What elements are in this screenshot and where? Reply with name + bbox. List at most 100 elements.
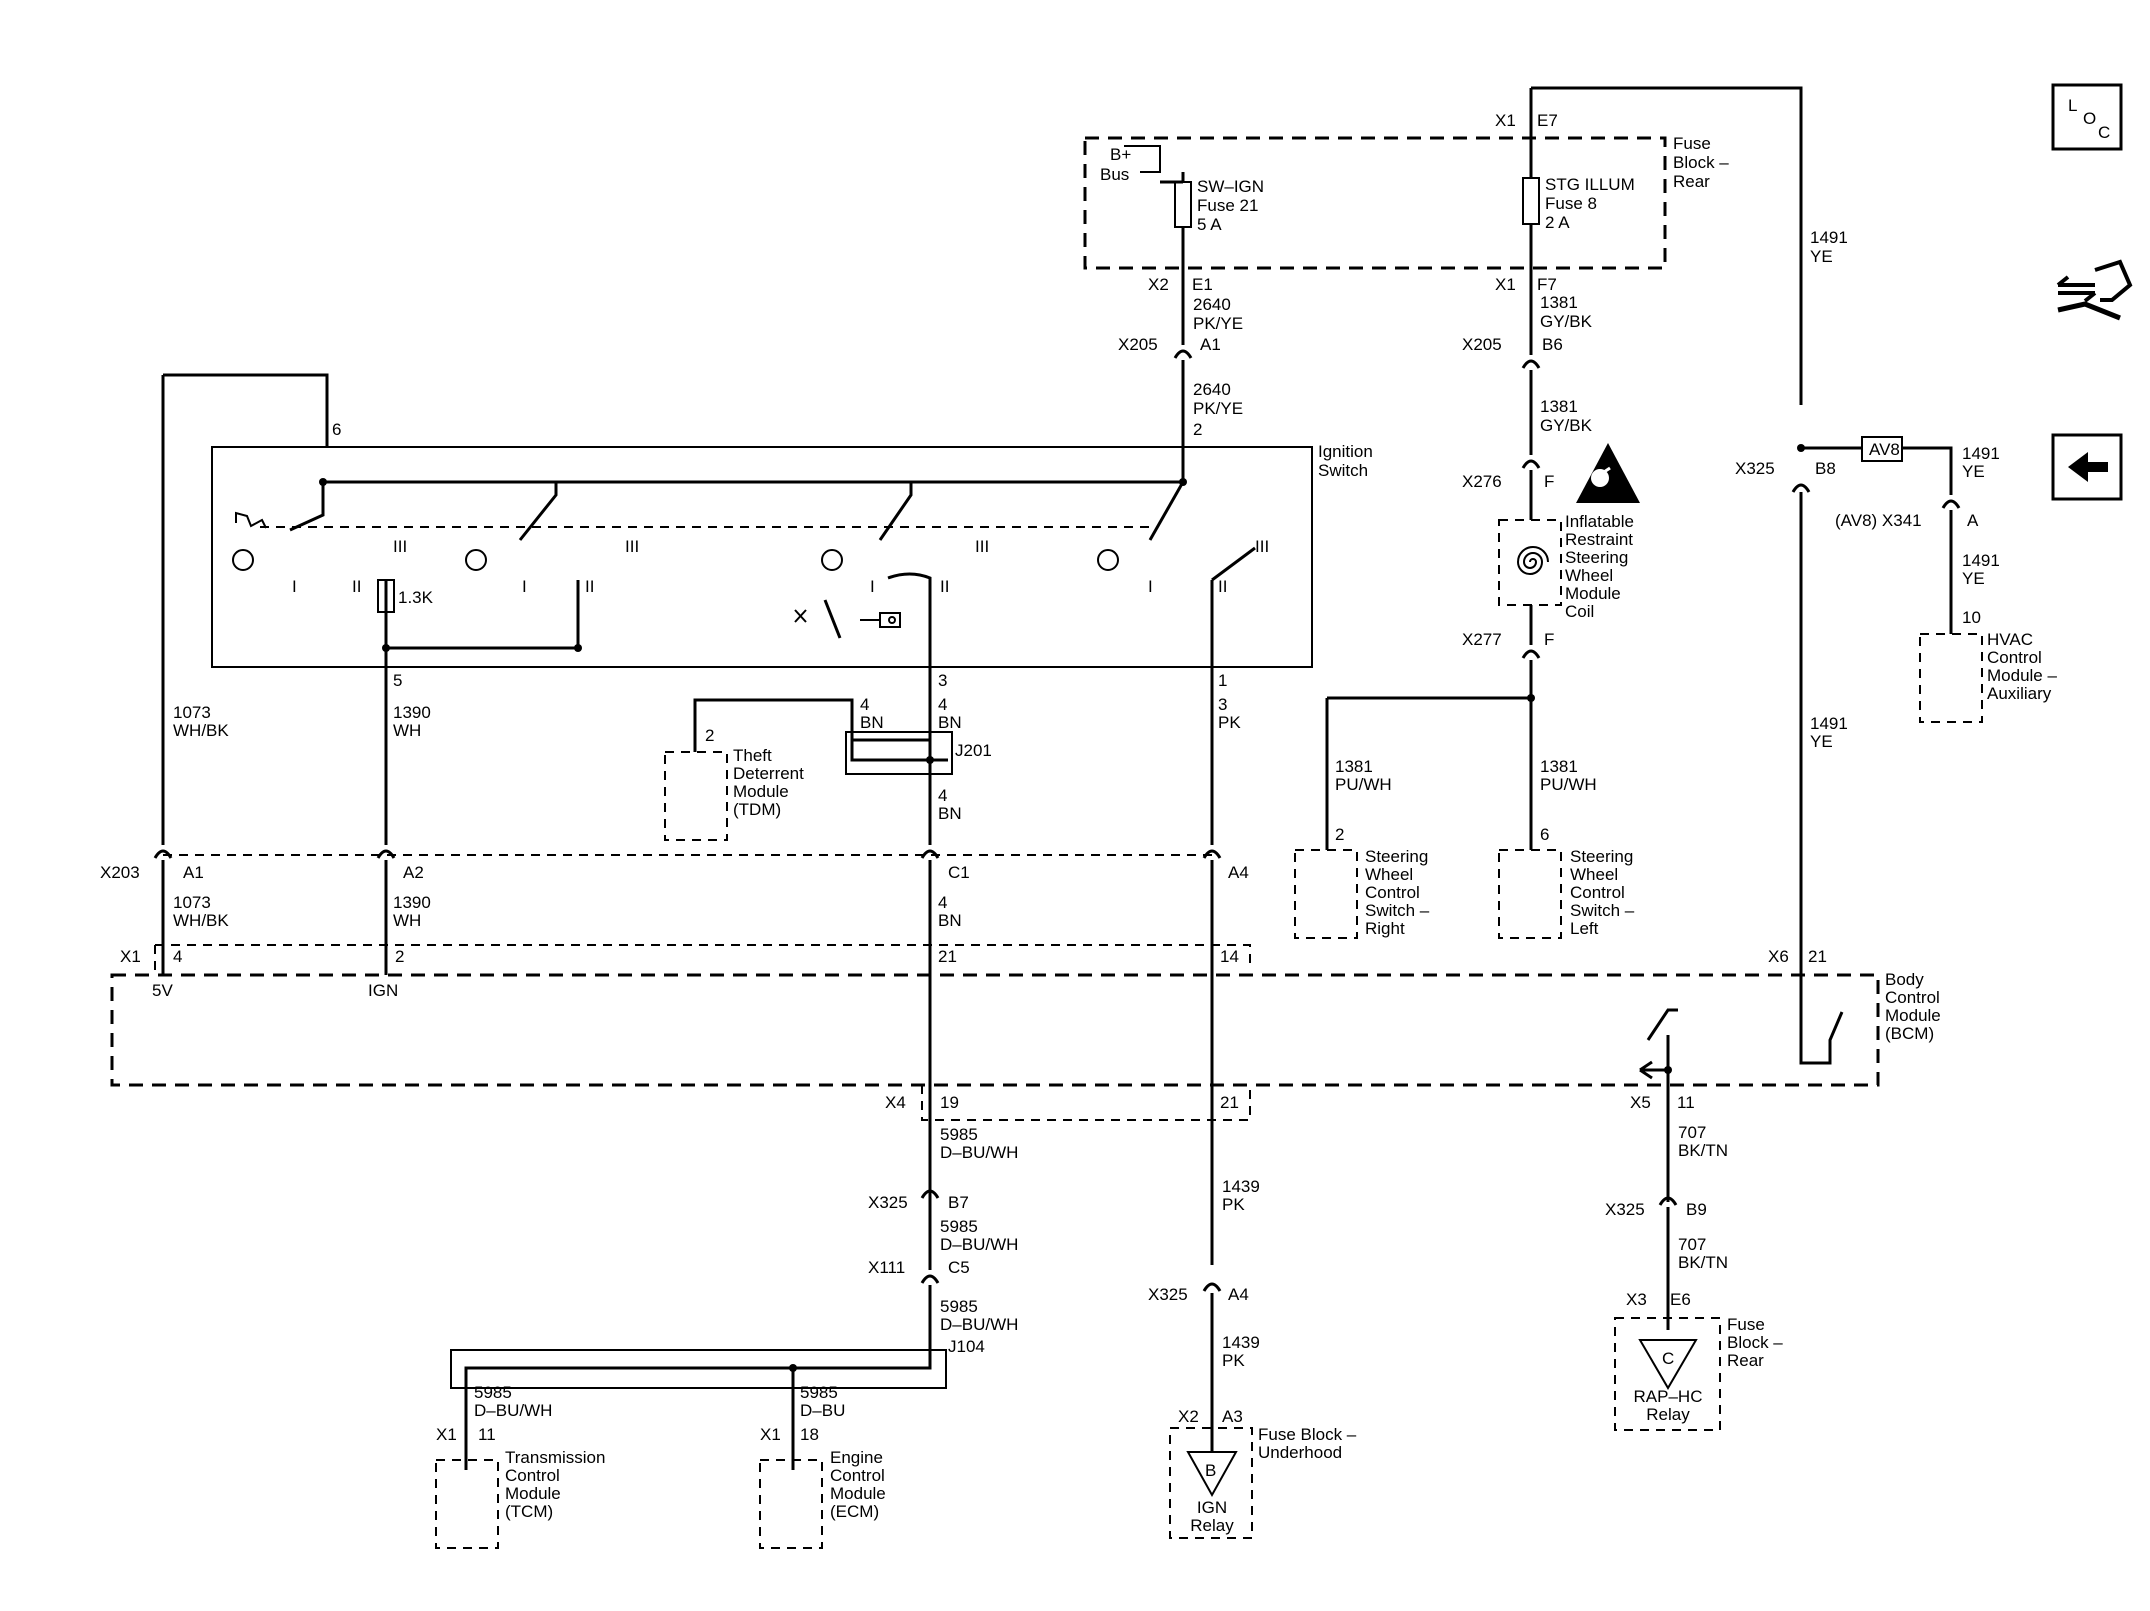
x325a-label: X325 (1735, 459, 1775, 478)
x325d-label: X325 (1605, 1200, 1645, 1219)
x1-pin: E7 (1537, 111, 1558, 130)
x325b-label: X325 (868, 1193, 908, 1212)
back-arrow-button[interactable] (2051, 433, 2123, 501)
x203-a1: A1 (183, 863, 204, 882)
j104-label: J104 (948, 1337, 985, 1356)
ign-pin-3: 3 (938, 671, 947, 690)
ign-pin-6: 6 (332, 420, 341, 439)
pos-ii-2: II (585, 577, 594, 596)
bplus-bus-label: B+Bus (1100, 145, 1131, 184)
resistor-label: 1.3K (398, 588, 434, 607)
bcm-x5: X5 (1630, 1093, 1651, 1112)
pos-i-2: I (522, 577, 527, 596)
x111-pin: C5 (948, 1258, 970, 1277)
x1f-pin: F7 (1537, 275, 1557, 294)
x205b-label: X205 (1462, 335, 1502, 354)
x325d-pin: B9 (1686, 1200, 1707, 1219)
fuse-21-symbol (1174, 181, 1192, 228)
x341-label: (AV8) X341 (1835, 511, 1922, 530)
pos-iii-2: III (625, 537, 639, 556)
x325c-label: X325 (1148, 1285, 1188, 1304)
tcm-conn: X1 (436, 1425, 457, 1444)
bcm-p2: 2 (395, 947, 404, 966)
x325c-pin: A4 (1228, 1285, 1249, 1304)
swc-right-pin: 2 (1335, 825, 1344, 844)
bcm-x6p: 21 (1808, 947, 1827, 966)
ign-pin-5: 5 (393, 671, 402, 690)
x325a-pin: B8 (1815, 459, 1836, 478)
x111-label: X111 (868, 1258, 905, 1277)
pos-i-1: I (292, 577, 297, 596)
x341-pin: A (1967, 511, 1979, 530)
bcm-p14: 14 (1220, 947, 1239, 966)
coil-box (1498, 519, 1562, 606)
hvac-box (1919, 633, 1983, 723)
x2-label: X2 (1148, 275, 1169, 294)
rear2-conn: X3 (1626, 1290, 1647, 1309)
fuse-rear2-box (1614, 1317, 1721, 1431)
x203-c1: C1 (948, 863, 970, 882)
x1f-label: X1 (1495, 275, 1516, 294)
av8-label: AV8 (1869, 440, 1900, 459)
bcm-p21: 21 (938, 947, 957, 966)
airbag-warning-icon (1576, 443, 1640, 503)
x1-label: X1 (1495, 111, 1516, 130)
ecm-box (759, 1459, 823, 1549)
swc-right-box (1294, 849, 1358, 939)
x276-pin: F (1544, 472, 1554, 491)
pos-iii-4: III (1255, 537, 1269, 556)
j201-label: J201 (955, 741, 992, 760)
pos-i-3: I (870, 577, 875, 596)
x205a-label: X205 (1118, 335, 1158, 354)
location-view-button[interactable]: L O C (2051, 83, 2123, 151)
ignition-switch-box (211, 446, 1313, 668)
underhood-pin: A3 (1222, 1407, 1243, 1426)
swc-left-pin: 6 (1540, 825, 1549, 844)
ecm-pin: 18 (800, 1425, 819, 1444)
bcm-x1: X1 (120, 947, 141, 966)
bcm-x5p: 11 (1677, 1093, 1695, 1112)
pos-ii-3: II (940, 577, 949, 596)
j201-box (845, 731, 953, 775)
x277-label: X277 (1462, 630, 1502, 649)
x277-pin: F (1544, 630, 1554, 649)
connector-tools-icon[interactable] (2056, 259, 2133, 321)
bcm-x6: X6 (1768, 947, 1789, 966)
pos-i-4: I (1148, 577, 1153, 596)
key-icon (860, 612, 901, 628)
bcm-ign: IGN (368, 981, 398, 1000)
loc-c-letter: C (2098, 123, 2110, 142)
x325b-pin: B7 (948, 1193, 969, 1212)
bcm-x4-19: 19 (940, 1093, 959, 1112)
pos-iii-3: III (975, 537, 989, 556)
